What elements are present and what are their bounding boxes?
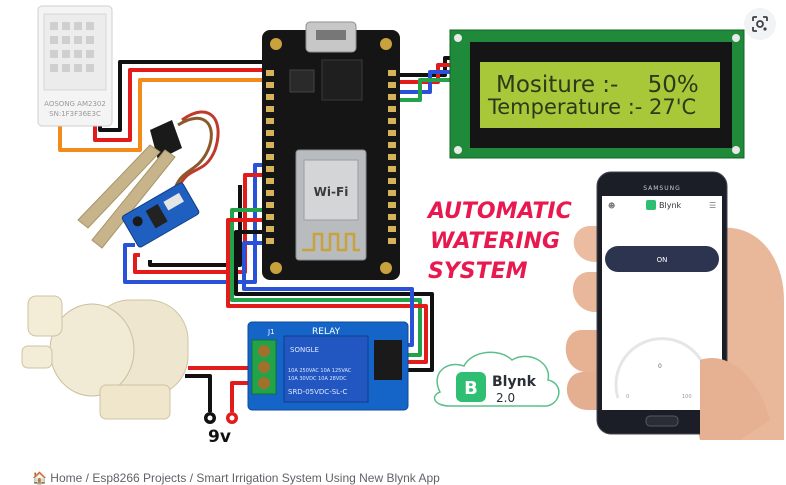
- headline-line-2: WATERING: [430, 229, 560, 254]
- phone-home-button[interactable]: [645, 415, 679, 427]
- headline-line-1: AUTOMATIC: [426, 199, 572, 224]
- google-lens-icon: [752, 16, 768, 32]
- blynk-badge: B Blynk 2.0: [433, 351, 560, 407]
- relay-spec-2: 10A 30VDC 10A 28VDC: [288, 376, 347, 382]
- phone-app-name: Blynk: [659, 201, 682, 210]
- relay-spec-1: 10A 250VAC 10A 125VAC: [288, 368, 352, 374]
- breadcrumb-category[interactable]: Esp8266 Projects: [92, 471, 187, 485]
- blynk-logo-icon: [456, 372, 486, 402]
- relay-j1-label: J1: [267, 328, 275, 336]
- phone-brand: SAMSUNG: [643, 185, 681, 192]
- sensor-label-1: AOSONG AM2302: [44, 100, 106, 108]
- google-lens-button[interactable]: [744, 8, 776, 40]
- nodemcu-board: Wi-Fi: [262, 21, 400, 280]
- breadcrumb: 🏠 Home / Esp8266 Projects / Smart Irriga…: [32, 471, 440, 485]
- phone-user-icon[interactable]: ☻: [608, 202, 615, 210]
- power-label: 9v: [208, 427, 231, 447]
- relay-model: SRD-05VDC-SL-C: [288, 388, 347, 396]
- phone-gauge-value: 0: [658, 363, 662, 370]
- breadcrumb-current: Smart Irrigation System Using New Blynk …: [196, 471, 440, 485]
- project-diagram: AOSONG AM2302 SN:1F3F36E3C: [21, 5, 784, 447]
- phone-blynk-icon: [646, 200, 656, 210]
- dht22-sensor: AOSONG AM2302 SN:1F3F36E3C: [37, 5, 113, 127]
- breadcrumb-home[interactable]: Home: [50, 471, 83, 485]
- svg-text:B: B: [464, 378, 478, 399]
- phone-in-hand: SAMSUNG ☻ Blynk ☰ ON 0 0 100: [565, 171, 784, 440]
- sensor-label-2: SN:1F3F36E3C: [49, 110, 101, 118]
- phone-gauge-min: 0: [626, 394, 629, 400]
- blynk-badge-version: 2.0: [496, 391, 515, 405]
- lcd-line-1: Mositure :- 50%: [496, 72, 699, 98]
- breadcrumb-separator: /: [186, 471, 197, 485]
- phone-on-label: ON: [657, 256, 668, 264]
- home-icon: 🏠: [32, 471, 47, 485]
- relay-title: RELAY: [312, 327, 341, 337]
- power-terminals: 9v: [204, 412, 238, 447]
- breadcrumb-separator: /: [82, 471, 93, 485]
- relay-brand: SONGLE: [290, 346, 319, 354]
- lcd-display: Mositure :- 50% Temperature :- 27'C: [449, 29, 745, 159]
- phone-gauge-max: 100: [682, 394, 692, 400]
- relay-module: RELAY J1 SONGLE 10A 250VAC 10A 125VAC 10…: [247, 321, 409, 411]
- water-pump: [21, 295, 189, 420]
- phone-on-button[interactable]: [605, 246, 719, 272]
- headline: AUTOMATIC WATERING SYSTEM: [425, 198, 572, 284]
- phone-menu-icon[interactable]: ☰: [709, 201, 716, 210]
- wifi-module-label: Wi-Fi: [314, 185, 349, 199]
- lcd-line-2: Temperature :- 27'C: [487, 95, 696, 119]
- wires: [58, 56, 458, 412]
- soil-moisture-sensor: [77, 110, 220, 249]
- headline-line-3: SYSTEM: [428, 259, 528, 284]
- blynk-badge-name: Blynk: [492, 374, 537, 390]
